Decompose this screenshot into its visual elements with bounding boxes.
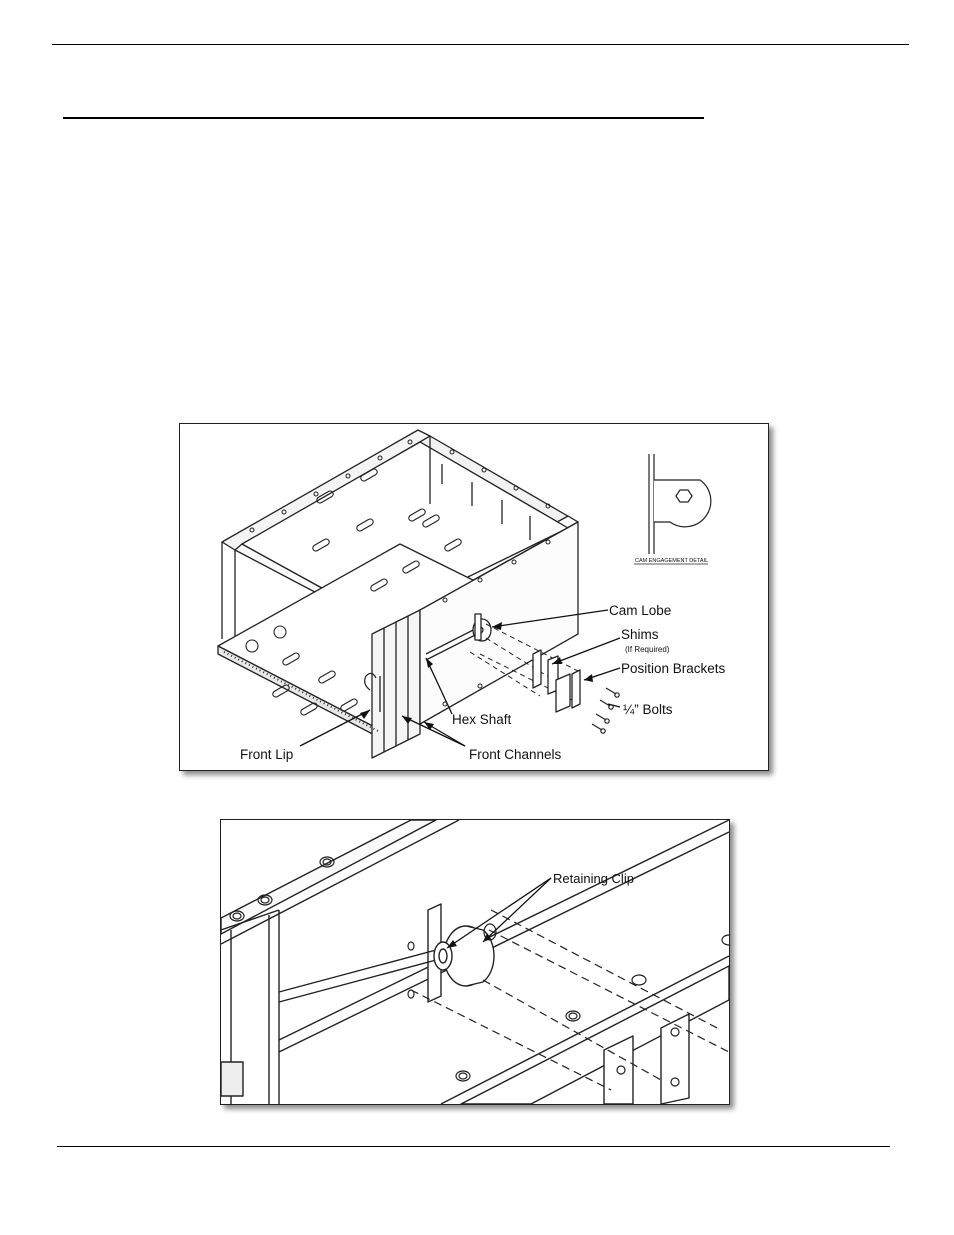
detail-caption: CAM ENGAGEMENT DETAIL: [635, 558, 708, 564]
retaining-clip-closeup: Retaining Clip: [220, 819, 730, 1105]
footer-rule: [57, 1146, 890, 1147]
section-heading-underline: [63, 117, 704, 119]
assembly-diagram: CAM ENGAGEMENT DETAIL Cam Lobe Shims (If…: [179, 423, 769, 771]
closeup-drawing: Retaining Clip: [221, 820, 729, 1104]
rail-holes: [249, 439, 551, 707]
label-position-brackets: Position Brackets: [621, 661, 726, 676]
label-cam-lobe: Cam Lobe: [609, 603, 671, 618]
assembly-drawing: CAM ENGAGEMENT DETAIL Cam Lobe Shims (If…: [217, 429, 726, 762]
top-shelf-slots: [312, 468, 462, 592]
label-bolts: ¼” Bolts: [623, 702, 673, 717]
bottom-shelf-slots: [245, 625, 358, 716]
label-shims-note: (If Required): [625, 645, 670, 654]
label-hex-shaft: Hex Shaft: [452, 712, 512, 727]
rail-holes: [229, 856, 729, 1087]
header-rule: [52, 44, 909, 45]
cam-engagement-detail: [634, 454, 712, 565]
label-front-lip: Front Lip: [240, 747, 293, 762]
label-shims: Shims: [621, 627, 659, 642]
label-front-channels: Front Channels: [469, 747, 562, 762]
label-retaining-clip: Retaining Clip: [553, 871, 634, 886]
